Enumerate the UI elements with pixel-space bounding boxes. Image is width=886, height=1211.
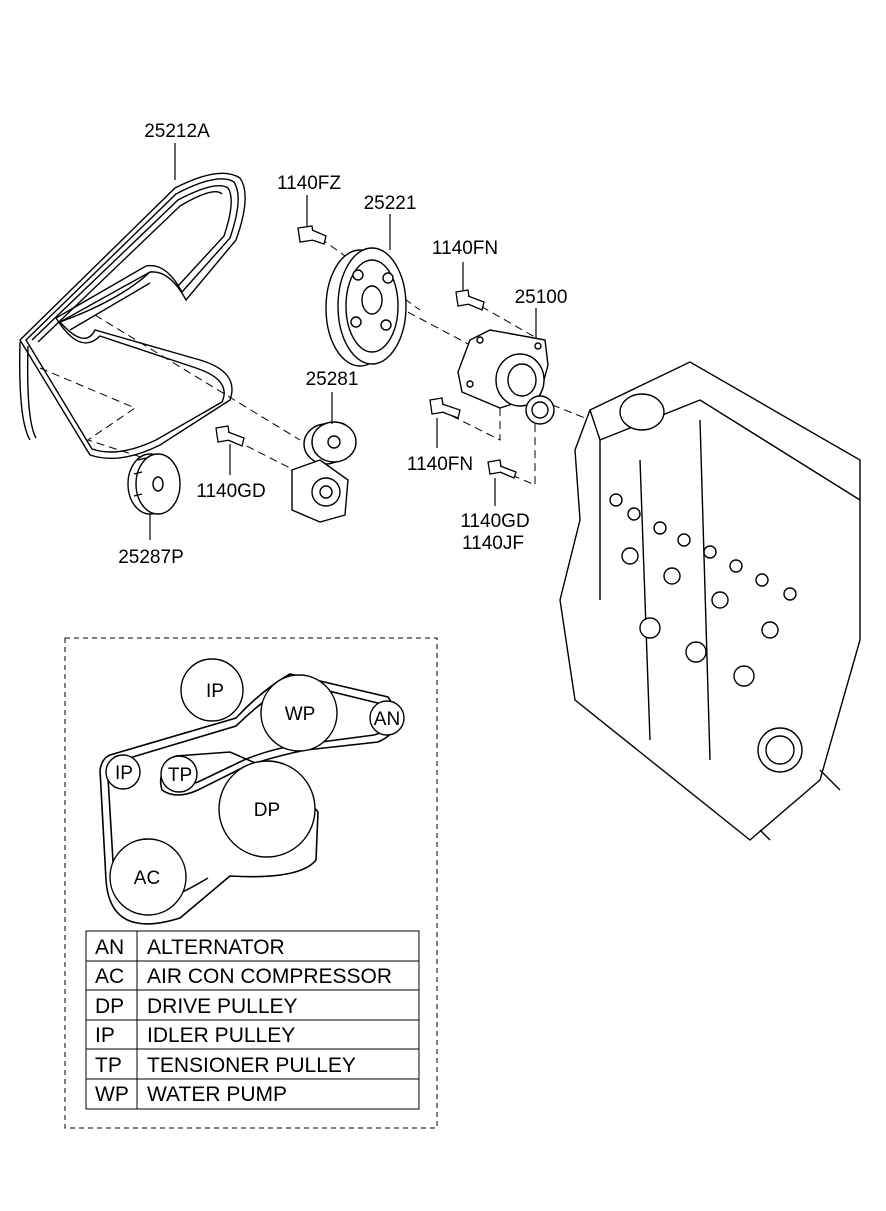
callout-water-pump-25100: 25100 [515, 287, 568, 308]
legend-code: DP [95, 995, 124, 1018]
legend-code: WP [95, 1083, 129, 1106]
bolt-1140fz [297, 225, 327, 245]
callout-bolt-1140fn-top: 1140FN [432, 238, 498, 259]
circle-wp: WP [285, 704, 316, 725]
callout-bolt-1140fz: 1140FZ [277, 173, 341, 194]
legend-code: TP [95, 1054, 122, 1077]
callout-tensioner-25281: 25281 [306, 369, 359, 390]
callout-bolt-1140jf: 1140JF [462, 533, 524, 554]
serpentine-belt [19, 172, 246, 460]
legend-name: DRIVE PULLEY [147, 995, 298, 1018]
leader-lines [149, 143, 537, 540]
circle-ip-left: IP [115, 763, 133, 784]
bolt-1140gd-right [487, 459, 517, 479]
idler-pulley [127, 453, 181, 515]
legend-name: WATER PUMP [147, 1083, 287, 1106]
circle-an: AN [374, 709, 400, 730]
callout-pulley-25221: 25221 [364, 193, 417, 214]
callout-bolt-1140gd-left: 1140GD [196, 481, 265, 502]
callout-bolt-1140fn-low: 1140FN [407, 454, 473, 475]
part-callouts: 25212A 1140FZ 25221 1140FN 25100 25281 1… [118, 121, 567, 568]
callout-belt: 25212A [144, 121, 210, 142]
legend-code: AC [95, 965, 124, 988]
callout-bolt-1140gd-right: 1140GD [460, 511, 529, 532]
circle-dp: DP [254, 800, 280, 821]
circle-tp: TP [168, 765, 192, 786]
legend-name: AIR CON COMPRESSOR [147, 965, 392, 988]
legend-code: IP [95, 1024, 115, 1047]
bolt-1140fn-top [455, 289, 485, 311]
circle-ip-top: IP [206, 681, 224, 702]
belt-routing-box: IP WP AN IP TP DP AC AN ALTERNATOR AC AI… [64, 637, 438, 1129]
engine-block [559, 361, 861, 841]
legend-name: ALTERNATOR [147, 936, 285, 959]
legend-code: AN [95, 936, 124, 959]
callout-idler-25287p: 25287P [118, 547, 184, 568]
water-pump [457, 329, 555, 425]
circle-ac: AC [134, 868, 160, 889]
bolt-1140fn-low [429, 397, 461, 419]
legend-table: AN ALTERNATOR AC AIR CON COMPRESSOR DP D… [85, 930, 420, 1110]
legend-name: IDLER PULLEY [147, 1024, 295, 1047]
bolt-1140gd-left [215, 425, 245, 447]
tensioner-assembly [291, 421, 357, 523]
legend-name: TENSIONER PULLEY [147, 1054, 356, 1077]
water-pump-pulley [325, 247, 407, 367]
